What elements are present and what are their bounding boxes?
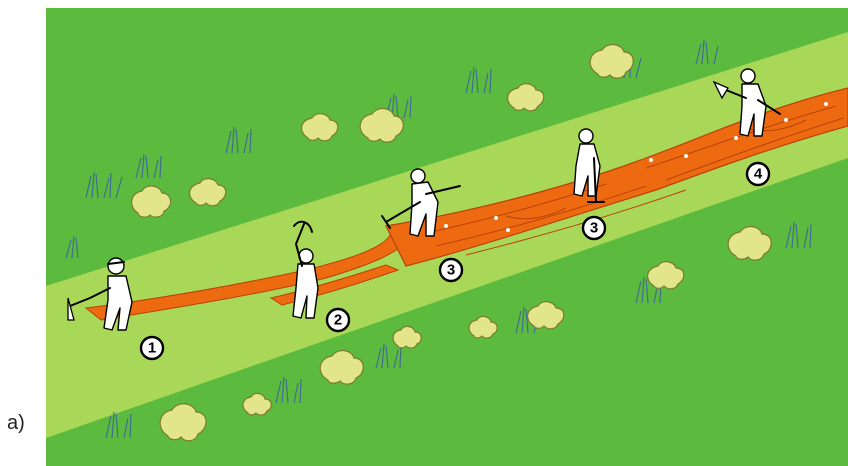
panel-label: a) <box>7 412 25 435</box>
step-badge: 3 <box>440 259 462 281</box>
step-badge: 4 <box>747 163 769 185</box>
svg-text:1: 1 <box>148 340 156 357</box>
svg-text:4: 4 <box>754 166 763 183</box>
step-badge: 1 <box>141 337 163 359</box>
step-badge: 3 <box>583 217 605 239</box>
trench-construction-illustration: 1 2 3 3 4 <box>46 8 848 466</box>
step-badge: 2 <box>327 309 349 331</box>
svg-text:3: 3 <box>447 262 455 279</box>
svg-text:2: 2 <box>334 312 342 329</box>
svg-text:3: 3 <box>590 220 598 237</box>
